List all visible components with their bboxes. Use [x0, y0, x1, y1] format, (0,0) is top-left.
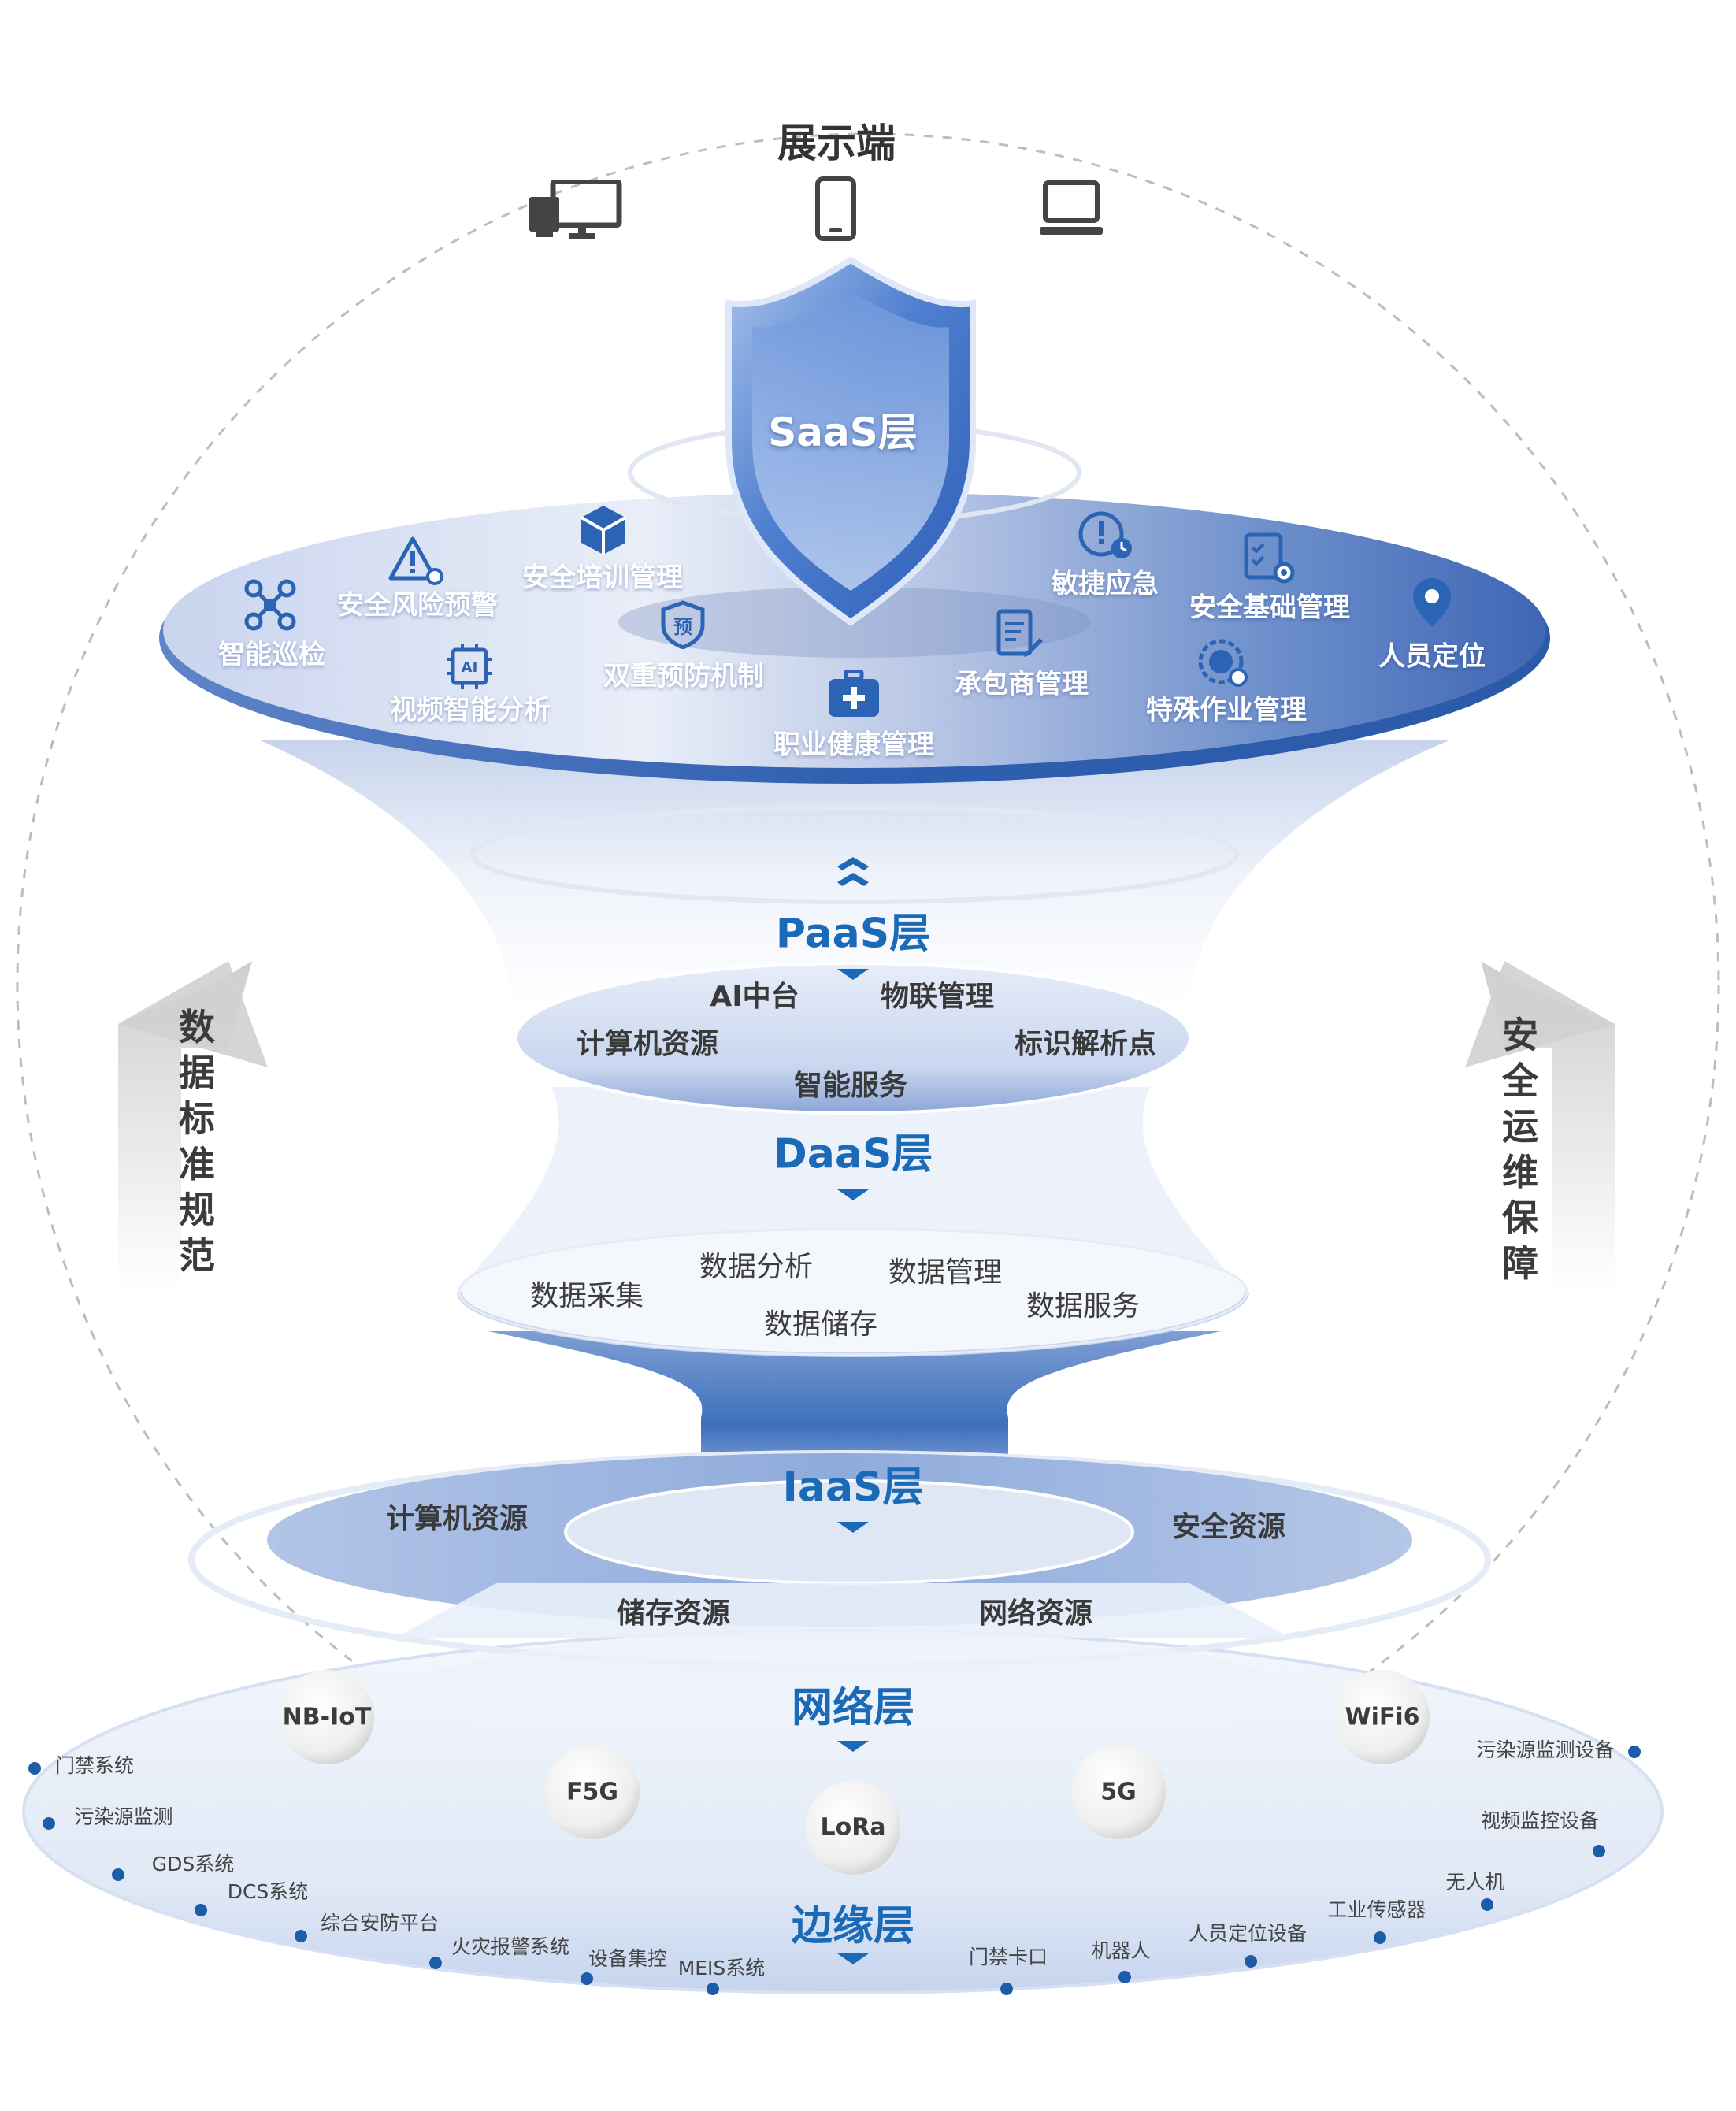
- saas-title: SaaS层: [768, 410, 918, 455]
- iaas-security-resources: 安全资源: [1171, 1511, 1286, 1543]
- paas-smart-service: 智能服务: [793, 1070, 908, 1102]
- protocol-lora: LoRa: [820, 1813, 886, 1842]
- iaas-network-resources: 网络资源: [978, 1597, 1093, 1630]
- checklist-gear-icon: [1244, 532, 1295, 584]
- edge-device-access-control: 门禁系统: [54, 1754, 135, 1777]
- edge-title: 边缘层: [791, 1902, 915, 1950]
- module-personnel-location: 人员定位: [1378, 640, 1486, 673]
- module-special-operations: 特殊作业管理: [1146, 694, 1307, 726]
- protocol-wifi6: WiFi6: [1345, 1703, 1420, 1731]
- edge-device-industrial-sensor: 工业传感器: [1327, 1898, 1426, 1921]
- location-pin-icon: [1413, 578, 1451, 627]
- iaas-computer-resources: 计算机资源: [385, 1503, 529, 1535]
- paas-iot-management: 物联管理: [880, 981, 995, 1013]
- protocol-f5g: F5G: [566, 1778, 618, 1806]
- module-agile-emergency: 敏捷应急: [1052, 568, 1159, 600]
- side-label-data-standards: 数据标准规范: [179, 1006, 215, 1277]
- edge-device-video-monitor: 视频监控设备: [1480, 1809, 1600, 1832]
- module-risk-warning: 安全风险预警: [337, 589, 498, 621]
- ai-chip-icon: AI: [447, 644, 492, 689]
- edge-device-gate-checkpoint: 门禁卡口: [968, 1946, 1048, 1968]
- side-label-security-operations: 安全运维保障: [1502, 1014, 1538, 1285]
- protocol-5g: 5G: [1100, 1778, 1137, 1806]
- paas-ai-platform: AI中台: [710, 981, 799, 1013]
- daas-data-service: 数据服务: [1026, 1290, 1141, 1323]
- edge-device-meis: MEIS系统: [677, 1957, 766, 1979]
- svg-text:AI: AI: [462, 659, 478, 676]
- edge-device-drone: 无人机: [1445, 1871, 1505, 1894]
- edge-device-personnel-locator: 人员定位设备: [1188, 1922, 1308, 1945]
- emergency-clock-icon: [1078, 511, 1132, 558]
- daas-data-analysis: 数据分析: [699, 1251, 814, 1283]
- paas-computer-resources: 计算机资源: [576, 1028, 719, 1060]
- daas-data-management: 数据管理: [888, 1256, 1003, 1289]
- daas-data-storage: 数据储存: [763, 1308, 878, 1341]
- warning-gear-icon: [388, 536, 443, 585]
- edge-device-pollution-monitor-equipment: 污染源监测设备: [1476, 1738, 1615, 1761]
- daas-title: DaaS层: [773, 1130, 933, 1178]
- prevention-shield-icon: 预: [660, 600, 706, 649]
- desktop-monitor-icon: [529, 180, 622, 239]
- module-video-analysis: 视频智能分析: [390, 694, 551, 726]
- edge-device-robot: 机器人: [1091, 1939, 1151, 1962]
- paas-identifier-resolution: 标识解析点: [1014, 1028, 1157, 1060]
- module-safety-training: 安全培训管理: [522, 562, 683, 594]
- daas-data-collection: 数据采集: [529, 1280, 644, 1312]
- clipboard-edit-icon: [996, 609, 1043, 657]
- cube-icon: [581, 506, 626, 555]
- edge-device-gds: GDS系统: [151, 1853, 235, 1875]
- edge-device-security-platform: 综合安防平台: [320, 1912, 440, 1935]
- iaas-storage-resources: 储存资源: [616, 1597, 731, 1630]
- drone-icon: [244, 579, 296, 631]
- iaas-title: IaaS层: [782, 1464, 924, 1512]
- network-title: 网络层: [791, 1684, 915, 1732]
- edge-device-dcs: DCS系统: [227, 1880, 309, 1903]
- paas-title: PaaS层: [775, 910, 931, 958]
- module-dual-prevention: 双重预防机制: [603, 660, 764, 692]
- prevention-shield-text: 预: [673, 616, 692, 638]
- medical-kit-icon: [829, 670, 879, 717]
- work-gear-icon: [1198, 639, 1248, 687]
- module-occupational-health: 职业健康管理: [773, 729, 934, 761]
- edge-device-equipment-control: 设备集控: [588, 1947, 668, 1970]
- protocol-nb-iot: NB-IoT: [282, 1703, 372, 1731]
- module-safety-basics: 安全基础管理: [1189, 592, 1350, 624]
- edge-device-pollution-monitor: 污染源监测: [74, 1805, 173, 1828]
- laptop-icon: [1040, 180, 1103, 235]
- module-contractor-management: 承包商管理: [955, 668, 1089, 700]
- display-title: 展示端: [777, 121, 896, 166]
- edge-device-fire-alarm: 火灾报警系统: [451, 1935, 570, 1958]
- module-smart-patrol: 智能巡检: [218, 639, 325, 671]
- mobile-phone-icon: [815, 176, 856, 241]
